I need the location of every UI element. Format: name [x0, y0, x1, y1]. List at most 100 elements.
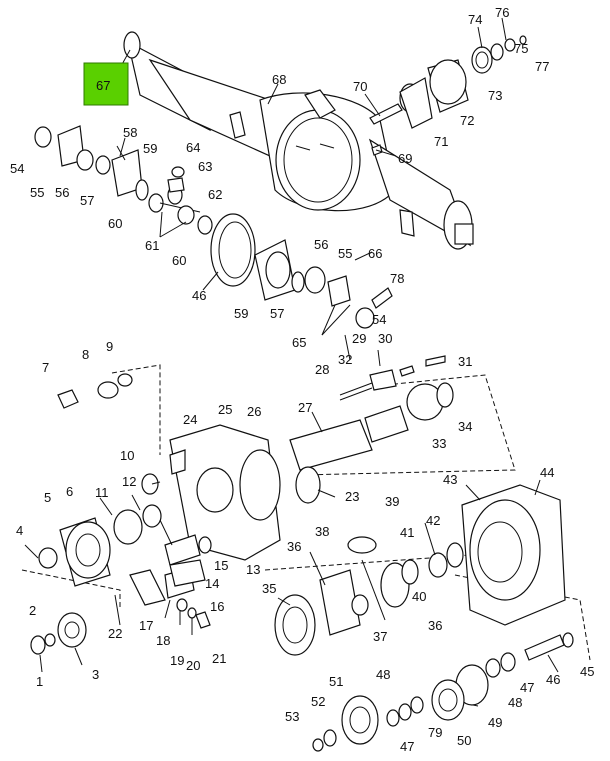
callout-label: 61 [145, 238, 159, 253]
callout-label: 33 [432, 436, 446, 451]
callout-label: 39 [385, 494, 399, 509]
callout-label: 59 [143, 141, 157, 156]
callout-label: 21 [212, 651, 226, 666]
callout-label: 54 [10, 161, 24, 176]
callout-label: 24 [183, 412, 197, 427]
callout-label: 16 [210, 599, 224, 614]
callout-label: 3 [92, 667, 99, 682]
callout-label: 49 [488, 715, 502, 730]
callout-label: 48 [508, 695, 522, 710]
callout-label: 9 [106, 339, 113, 354]
callout-label: 46 [546, 672, 560, 687]
callout-label: 52 [311, 694, 325, 709]
callout-label: 57 [270, 306, 284, 321]
callout-label: 45 [580, 664, 594, 679]
callout-label: 55 [30, 185, 44, 200]
callout-label: 69 [398, 151, 412, 166]
callout-label: 42 [426, 513, 440, 528]
callout-label: 31 [458, 354, 472, 369]
callout-label: 60 [108, 216, 122, 231]
callout-label: 14 [205, 576, 219, 591]
highlight-label[interactable]: 67 [96, 78, 110, 93]
callout-label: 43 [443, 472, 457, 487]
input-shaft-seal-parts [369, 35, 527, 156]
callout-label: 26 [247, 404, 261, 419]
callout-label: 71 [434, 134, 448, 149]
callout-label: 36 [428, 618, 442, 633]
callout-label: 74 [468, 12, 482, 27]
callout-label: 68 [272, 72, 286, 87]
output-shaft-parts [312, 632, 574, 752]
callout-label: 23 [345, 489, 359, 504]
callout-leaders [24, 17, 559, 707]
callout-label: 58 [123, 125, 137, 140]
callout-label: 4 [16, 523, 23, 538]
callout-label: 35 [262, 581, 276, 596]
callout-label: 11 [95, 485, 109, 500]
callout-label: 29 [352, 331, 366, 346]
callout-label: 77 [535, 59, 549, 74]
callout-label: 27 [298, 400, 312, 415]
callout-label: 12 [122, 474, 136, 489]
callout-label: 1 [36, 674, 43, 689]
differential-upper-parts [34, 125, 213, 235]
callout-label: 75 [514, 41, 528, 56]
callout-label: 55 [338, 246, 352, 261]
callout-label: 18 [156, 633, 170, 648]
callout-label: 19 [170, 653, 184, 668]
callout-label: 47 [520, 680, 534, 695]
callout-label: 54 [372, 312, 386, 327]
callout-label: 13 [246, 562, 260, 577]
callout-label: 70 [353, 79, 367, 94]
callout-label: 78 [390, 271, 404, 286]
callout-label: 63 [198, 159, 212, 174]
callout-label: 44 [540, 465, 554, 480]
callout-label: 76 [495, 5, 509, 20]
callout-label: 65 [292, 335, 306, 350]
ring-gear-part [210, 213, 393, 329]
callout-label: 72 [460, 113, 474, 128]
callout-label: 56 [314, 237, 328, 252]
callout-label: 15 [214, 558, 228, 573]
callout-label: 53 [285, 709, 299, 724]
axle-housing-part [123, 31, 474, 250]
callout-label: 51 [329, 674, 343, 689]
callout-label: 5 [44, 490, 51, 505]
callout-label: 73 [488, 88, 502, 103]
callout-label: 79 [428, 725, 442, 740]
callout-label: 6 [66, 484, 73, 499]
callout-label: 41 [400, 525, 414, 540]
callout-label: 17 [139, 618, 153, 633]
callout-label: 57 [80, 193, 94, 208]
callout-label: 64 [186, 140, 200, 155]
callout-label: 47 [400, 739, 414, 754]
callout-label: 38 [315, 524, 329, 539]
callout-label: 37 [373, 629, 387, 644]
callout-label: 56 [55, 185, 69, 200]
callout-label: 34 [458, 419, 472, 434]
callout-label: 50 [457, 733, 471, 748]
highlight-box[interactable] [83, 62, 129, 106]
callout-label: 20 [186, 658, 200, 673]
callout-label: 2 [29, 603, 36, 618]
callout-label: 25 [218, 402, 232, 417]
callout-label: 7 [42, 360, 49, 375]
callout-label: 22 [108, 626, 122, 641]
callout-label: 60 [172, 253, 186, 268]
callout-label: 46 [192, 288, 206, 303]
callout-label: 62 [208, 187, 222, 202]
callout-label: 30 [378, 331, 392, 346]
callout-label: 36 [287, 539, 301, 554]
callout-label: 28 [315, 362, 329, 377]
callout-labels: 74 76 75 77 73 72 71 70 69 68 58 59 64 6… [10, 5, 594, 754]
callout-label: 48 [376, 667, 390, 682]
callout-label: 8 [82, 347, 89, 362]
callout-label: 40 [412, 589, 426, 604]
callout-label: 10 [120, 448, 134, 463]
callout-label: 32 [338, 352, 352, 367]
transfer-case-parts [21, 349, 591, 661]
callout-label: 59 [234, 306, 248, 321]
callout-label: 66 [368, 246, 382, 261]
